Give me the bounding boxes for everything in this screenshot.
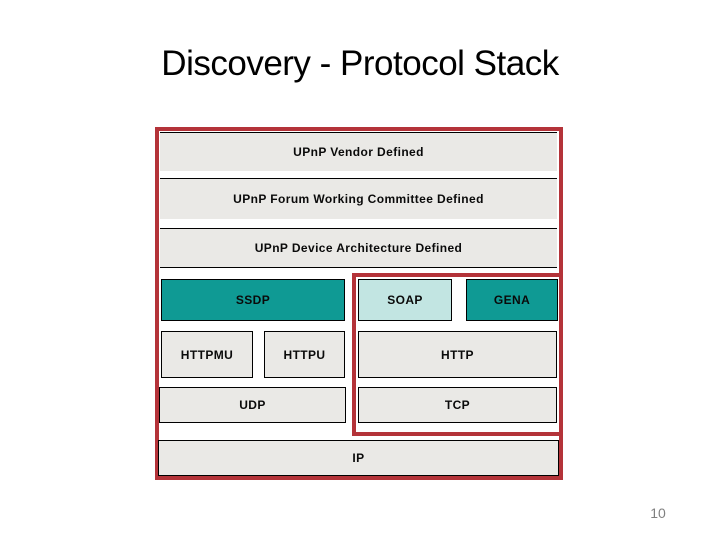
layer-upnp-device-architecture-defined: UPnP Device Architecture Defined (160, 228, 557, 268)
box-tcp: TCP (358, 387, 557, 423)
box-httpu: HTTPU (264, 331, 345, 378)
page-number: 10 (650, 505, 666, 521)
red-outline-right-column (352, 273, 563, 436)
box-http: HTTP (358, 331, 557, 378)
box-httpmu: HTTPMU (161, 331, 253, 378)
box-soap: SOAP (358, 279, 452, 321)
box-ip: IP (158, 440, 559, 476)
box-udp: UDP (159, 387, 346, 423)
box-gena: GENA (466, 279, 558, 321)
layer-upnp-forum-working-committee-defined: UPnP Forum Working Committee Defined (160, 178, 557, 219)
box-ssdp: SSDP (161, 279, 345, 321)
slide-title: Discovery - Protocol Stack (161, 44, 559, 83)
layer-upnp-vendor-defined: UPnP Vendor Defined (160, 132, 557, 171)
